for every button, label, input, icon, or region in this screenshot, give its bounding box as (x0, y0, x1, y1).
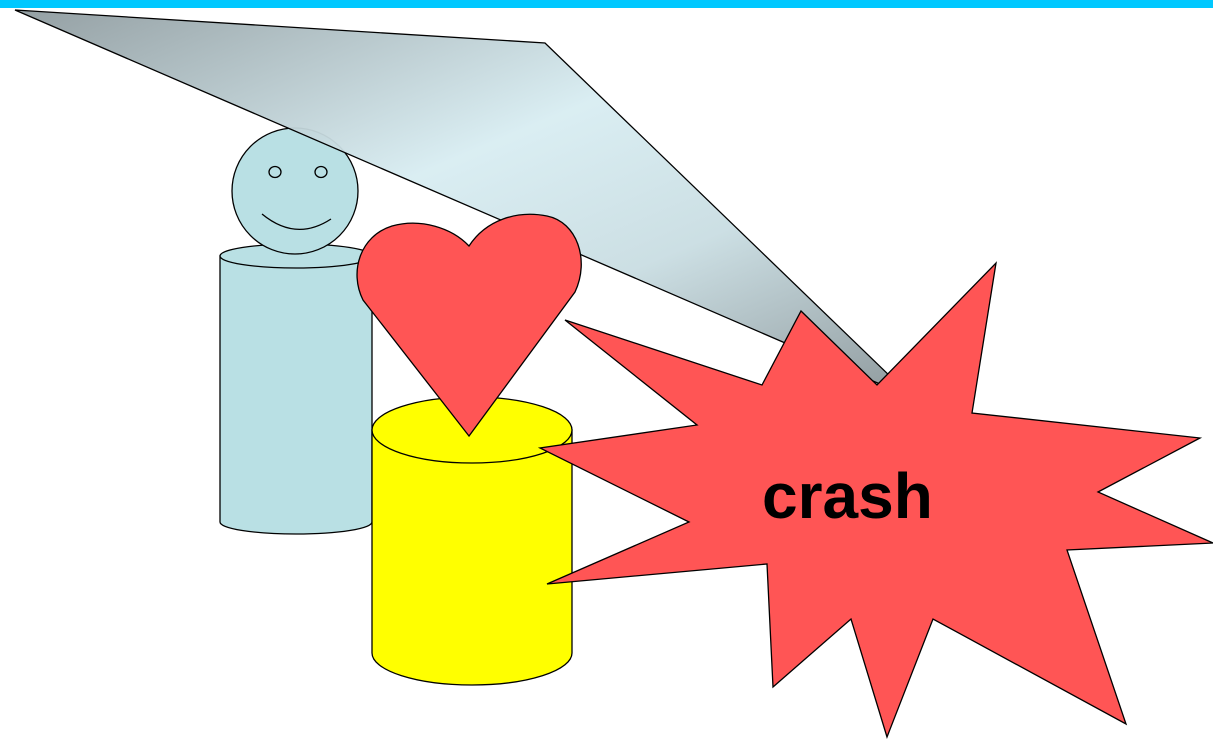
person-body-cylinder (220, 244, 372, 534)
crash-label: crash (762, 460, 933, 532)
heart-icon (357, 214, 581, 436)
yellow-cylinder (372, 397, 572, 685)
